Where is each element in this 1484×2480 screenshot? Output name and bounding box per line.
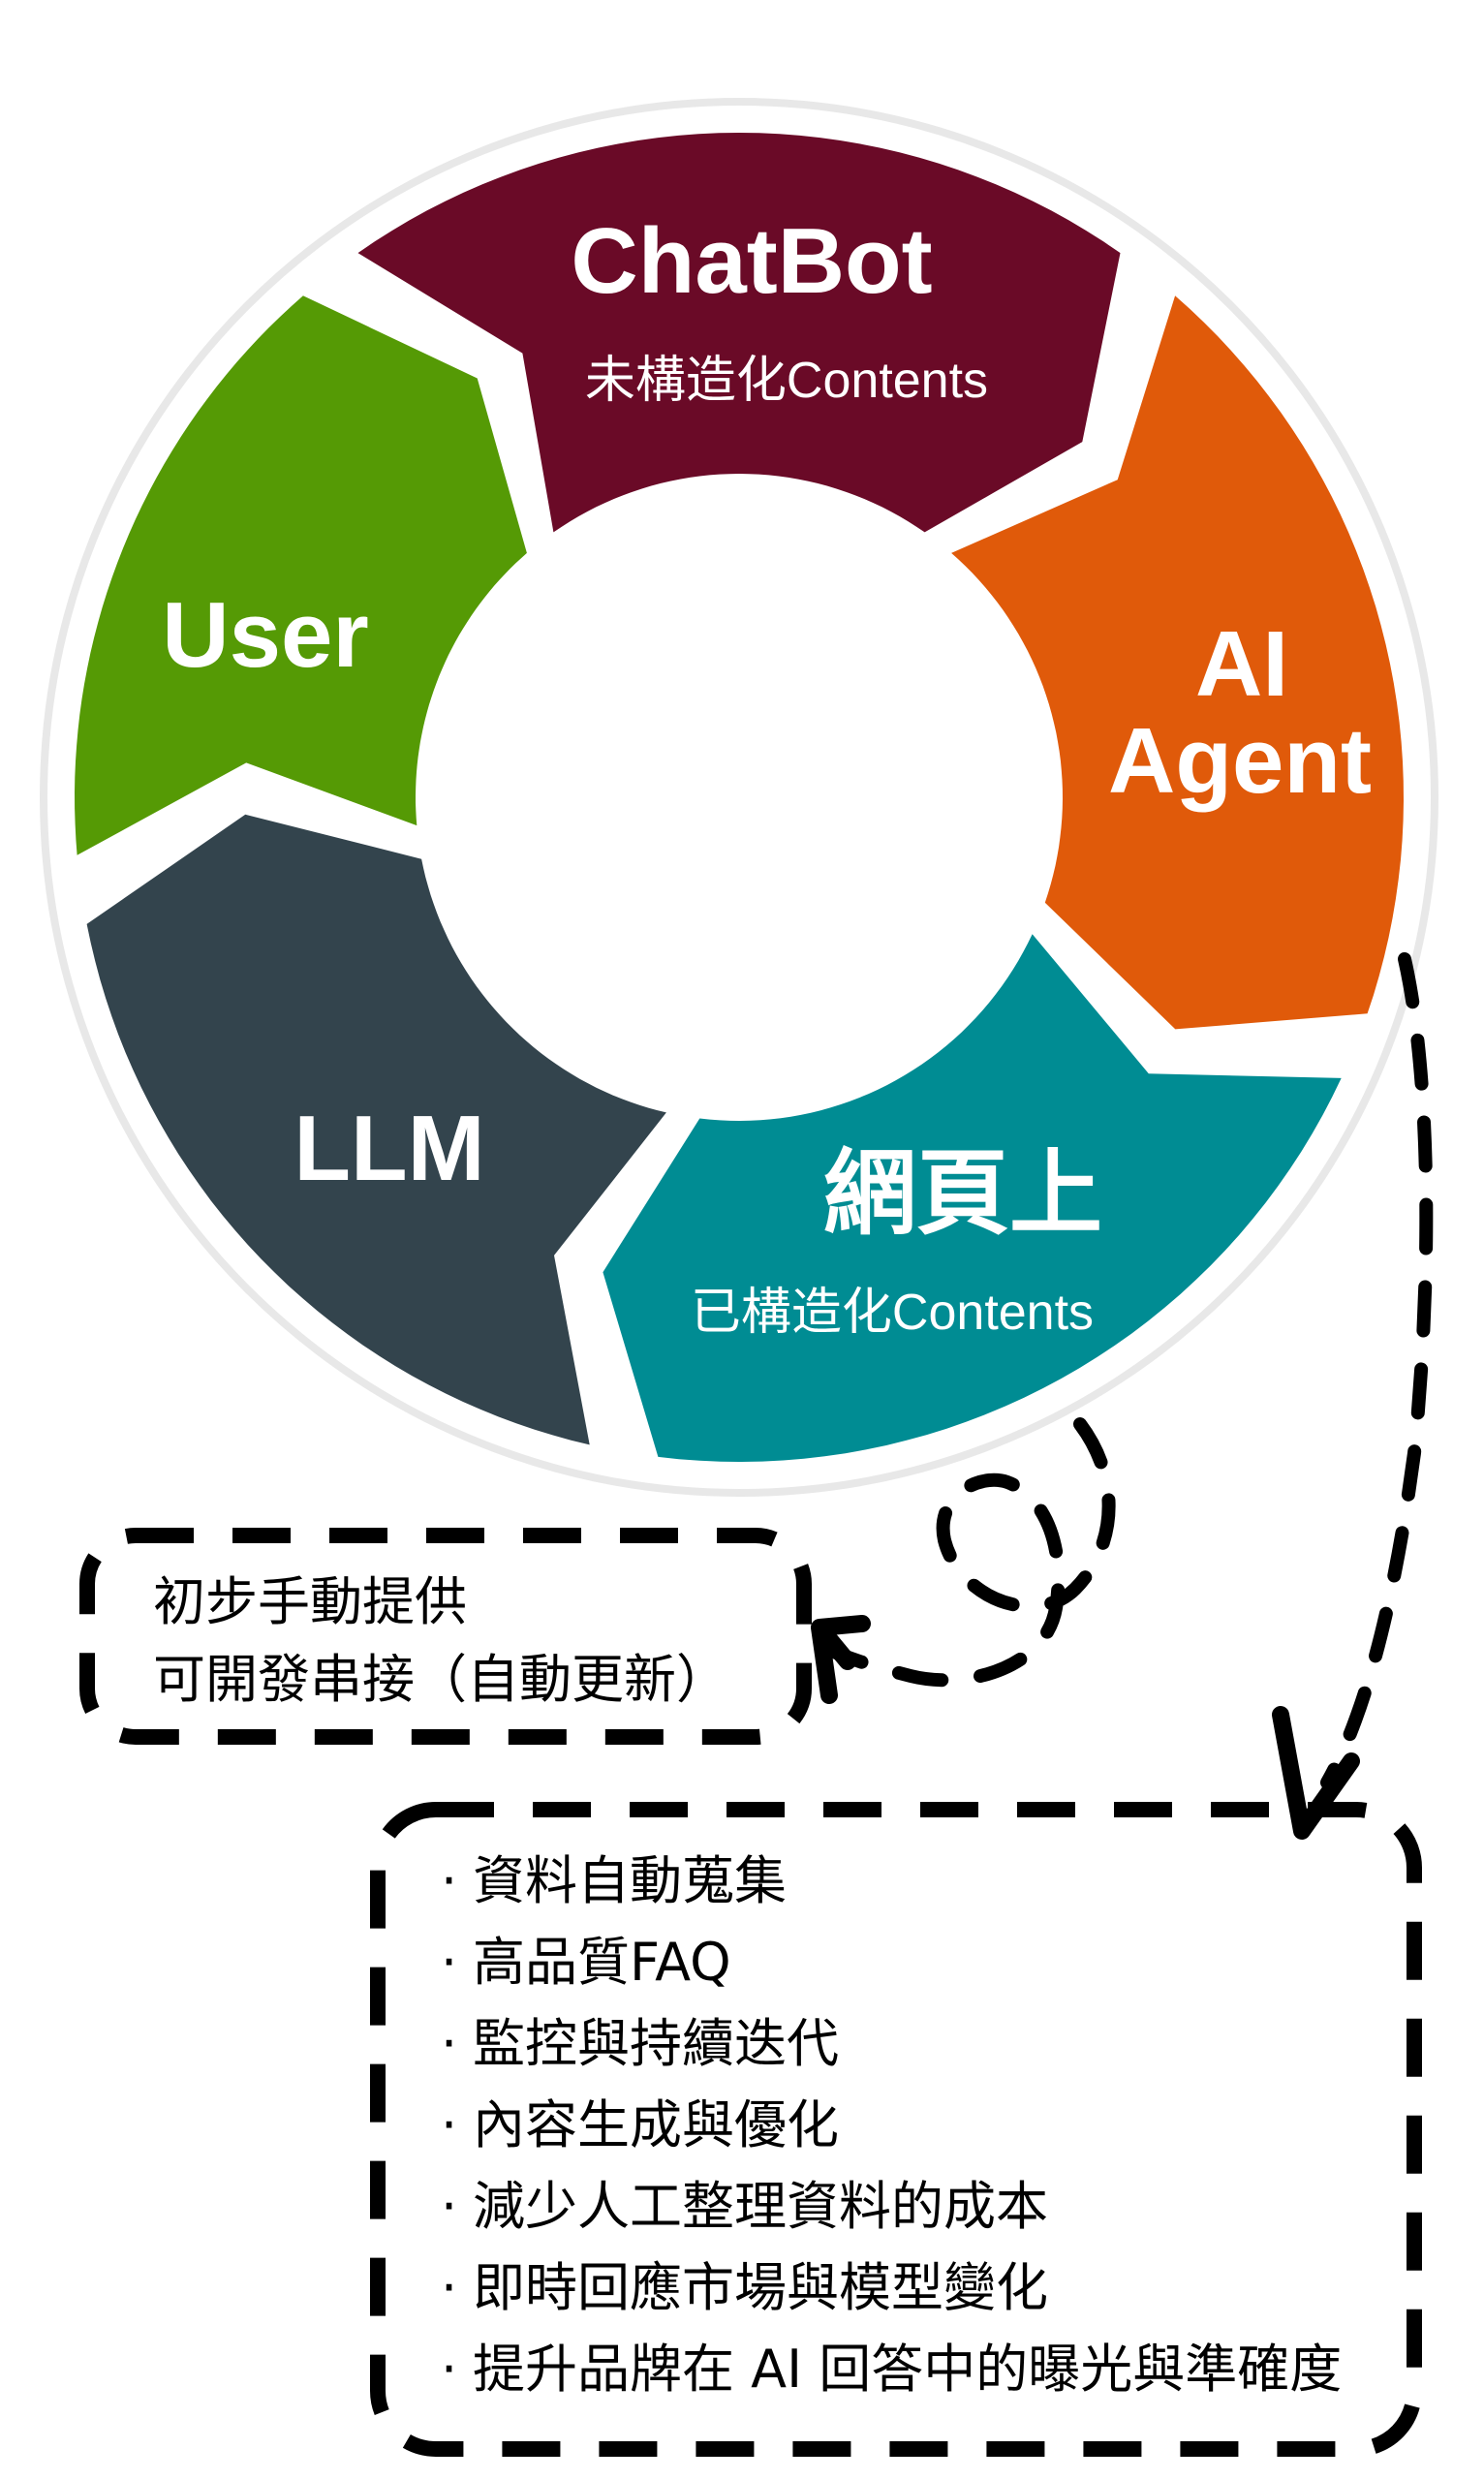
long-arrow-head-icon [1272, 1706, 1360, 1840]
outer-ring [40, 98, 1438, 1497]
benefit-item: 監控與持續迭代 [473, 2013, 839, 2074]
note-left-line2: 可開發串接（自動更新） [153, 1649, 728, 1710]
bullet-dot: · [441, 2094, 457, 2155]
benefit-item: 提升品牌在 AI 回答中的曝光與準確度 [473, 2339, 1342, 2400]
web-title: 網頁上 [823, 1142, 1102, 1246]
benefit-item: 內容生成與優化 [473, 2094, 839, 2155]
chatbot-subtitle: 未構造化Contents [585, 353, 988, 409]
segment-web [603, 934, 1342, 1462]
bullet-dot: · [441, 2257, 457, 2318]
long-arrow-path [1320, 952, 1434, 1789]
benefit-item: 高品質FAQ [473, 1932, 731, 1993]
segment-llm [86, 814, 666, 1445]
note-left-box [79, 1528, 812, 1745]
user-title: User [162, 583, 368, 687]
bullet-dot: · [441, 2339, 457, 2400]
cycle-segments [75, 133, 1404, 1462]
benefit-item: 即時回應市場與模型變化 [473, 2257, 1048, 2318]
bullet-dot: · [441, 1932, 457, 1993]
note-left-line1: 初步手動提供 [153, 1571, 467, 1632]
note-right-box [370, 1802, 1422, 2457]
benefit-item: 減少人工整理資料的成本 [473, 2176, 1048, 2237]
loop-arrow-path [817, 1417, 1116, 1688]
ai-agent-title-line2: Agent [1108, 709, 1372, 813]
bullet-dot: · [441, 2013, 457, 2074]
bullet-dot: · [441, 2176, 457, 2237]
llm-title: LLM [294, 1097, 484, 1200]
web-subtitle: 已構造化Contents [691, 1285, 1094, 1341]
segment-user [75, 295, 527, 855]
segment-ai-agent [951, 295, 1404, 1030]
segment-chatbot [357, 133, 1121, 533]
benefit-item: 資料自動蒐集 [473, 1850, 787, 1911]
ai-agent-title-line1: AI [1195, 612, 1288, 716]
loop-arrow-head-icon [811, 1615, 871, 1704]
bullet-dot: · [441, 1850, 457, 1911]
benefit-list: · 資料自動蒐集 · 高品質FAQ · 監控與持續迭代 · 內容生成與優化 · 減少人工整理資料的… [441, 1850, 1342, 2400]
chatbot-title: ChatBot [571, 209, 932, 313]
